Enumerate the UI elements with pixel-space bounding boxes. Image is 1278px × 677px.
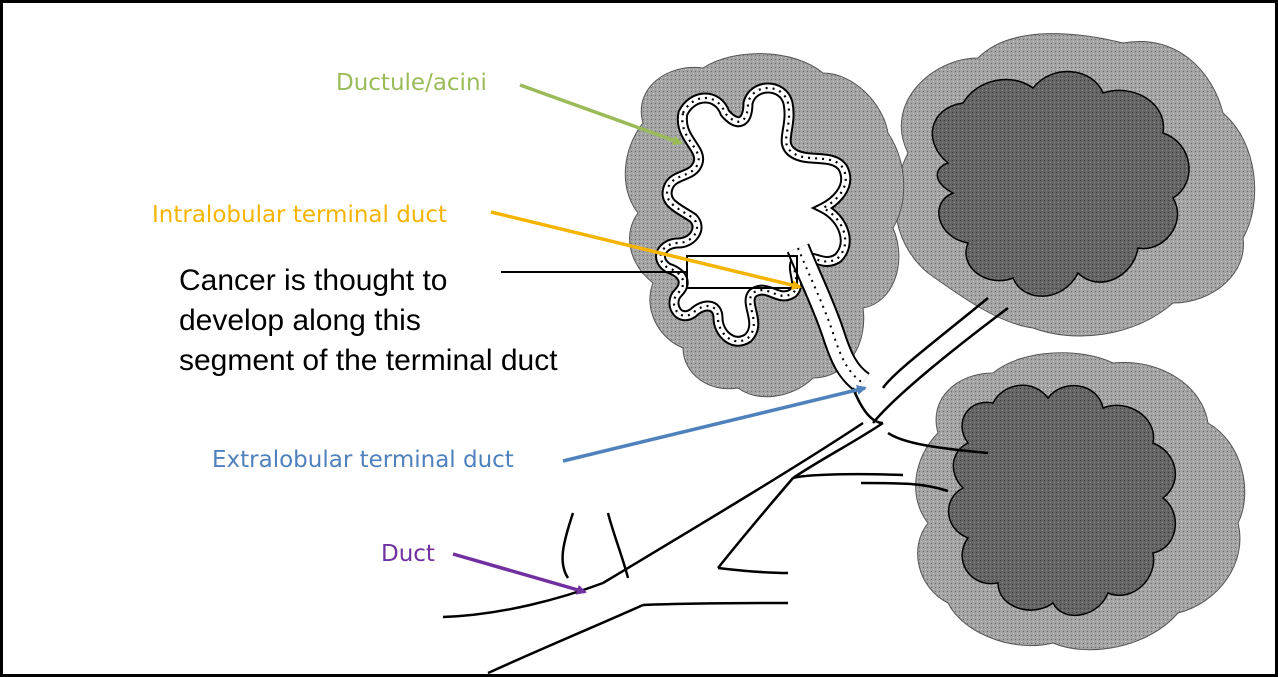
lobule-bottom-right xyxy=(916,353,1245,650)
lobule-left xyxy=(625,54,903,397)
lobule-top-right xyxy=(895,34,1254,336)
label-intralobular-terminal-duct: Intralobular terminal duct xyxy=(152,204,447,227)
label-duct: Duct xyxy=(381,543,435,566)
callout-line-1: Cancer is thought to xyxy=(179,261,558,301)
callout-line-2: develop along this xyxy=(179,301,558,341)
label-ductule-acini: Ductule/acini xyxy=(336,72,487,95)
callout-line-3: segment of the terminal duct xyxy=(179,341,558,381)
lobule-acini xyxy=(949,385,1176,615)
cancer-callout-text: Cancer is thought to develop along this … xyxy=(179,261,558,381)
label-extralobular-terminal-duct: Extralobular terminal duct xyxy=(212,449,514,472)
